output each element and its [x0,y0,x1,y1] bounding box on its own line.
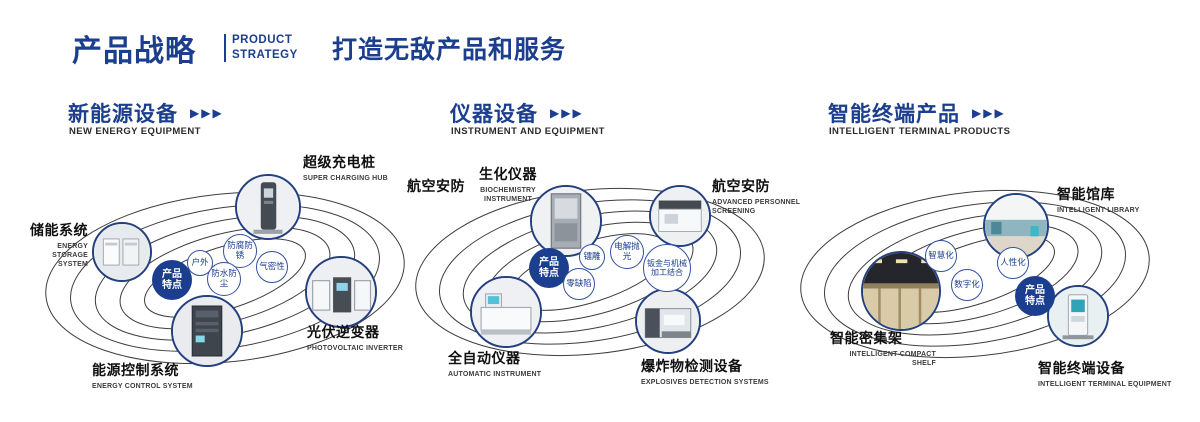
product-name-en: ENERGY CONTROL SYSTEM [92,383,193,390]
product-features-badge: 产品 特点 [1015,276,1055,316]
product-name-en: SUPER CHARGING HUB [303,175,388,182]
badge-line2: 特点 [162,280,182,291]
product-name-en: INTELLIGENT LIBRARY [1057,207,1140,214]
product-name-cn: 爆炸物检测设备 [641,358,743,374]
product-label-personnel-screening: 航空安防 ADVANCED PERSONNEL SCREENING [712,176,812,216]
title-divider [224,34,226,62]
feature-bubble: 防水防尘 [207,262,241,296]
section-subtitle-new-energy: NEW ENERGY EQUIPMENT [69,126,201,137]
badge-line2: 特点 [1025,296,1045,307]
product-label-terminal-equipment: 智能终端设备 INTELLIGENT TERMINAL EQUIPMENT [1038,358,1171,389]
product-circle-energy-control [171,295,243,367]
product-label-energy-control: 能源控制系统 ENERGY CONTROL SYSTEM [92,360,193,391]
product-circle-terminal-equipment [1047,285,1109,347]
product-name-cn: 智能终端设备 [1038,360,1125,376]
triple-arrow-icon: ▶▶▶ [190,106,224,120]
section-header-terminal: 智能终端产品 ▶▶▶ [828,98,1006,128]
page-title-english: PRODUCT STRATEGY [232,33,298,62]
page-title: 产品战略 [72,35,196,68]
product-name-cn: 智能密集架 [830,330,903,346]
product-label-pv-inverter: 光伏逆变器 PHOTOVOLTAIC INVERTER [307,322,403,353]
feature-bubble: 电解抛光 [610,235,644,269]
intelligent-library-illustration [985,195,1047,257]
section-title-terminal: 智能终端产品 [828,103,960,126]
product-label-compact-shelf: 智能密集架 INTELLIGENT COMPACT SHELF [830,328,936,368]
badge-line2: 特点 [539,268,559,279]
section-title-new-energy: 新能源设备 [68,103,178,126]
pv-inverter-illustration [307,258,375,326]
feature-bubble: 零缺陷 [563,268,595,300]
product-name-en: AUTOMATIC INSTRUMENT [448,371,542,378]
product-label-charging-hub: 超级充电桩 SUPER CHARGING HUB [303,152,388,183]
triple-arrow-icon: ▶▶▶ [550,106,584,120]
product-name-en: INTELLIGENT COMPACT SHELF [849,351,936,368]
product-name-cn: 储能系统 [30,222,88,238]
energy-storage-illustration [94,224,150,280]
product-label-automatic-instrument: 全自动仪器 AUTOMATIC INSTRUMENT [448,348,541,379]
product-circle-automatic-instrument [470,276,542,348]
product-name-en: BIOCHEMISTRY INSTRUMENT [480,187,536,204]
feature-bubble: 智慧化 [925,240,957,272]
feature-bubble: 数字化 [951,269,983,301]
product-circle-energy-storage [92,222,152,282]
product-name-en: PHOTOVOLTAIC INVERTER [307,345,403,352]
section-subtitle-terminal: INTELLIGENT TERMINAL PRODUCTS [829,126,1011,137]
charging-hub-illustration [237,176,299,238]
product-features-badge: 产品 特点 [529,248,569,288]
product-label-explosives-detector: 爆炸物检测设备 EXPLOSIVES DETECTION SYSTEMS [641,356,769,387]
badge-line1: 产品 [539,256,559,268]
energy-control-illustration [173,297,241,365]
badge-line1: 产品 [162,268,182,280]
product-circle-personnel-screening [649,185,711,247]
feature-bubble: 镭雕 [579,244,605,270]
product-name-cn: 智能馆库 [1057,186,1115,202]
product-name-cn: 生化仪器 [479,166,537,182]
product-name-cn: 航空安防 [712,178,770,194]
explosives-detector-illustration [637,290,699,352]
section-title-instrument: 仪器设备 [450,103,538,126]
side-label-aviation-security: 航空安防 [407,176,465,196]
page-slogan: 打造无敌产品和服务 [332,36,567,64]
product-label-intelligent-library: 智能馆库 INTELLIGENT LIBRARY [1057,184,1139,215]
section-header-new-energy: 新能源设备 ▶▶▶ [68,98,224,128]
personnel-screening-illustration [651,187,709,245]
product-name-en: INTELLIGENT TERMINAL EQUIPMENT [1038,381,1172,388]
page-title-en-line1: PRODUCT [232,34,293,46]
section-header-instrument: 仪器设备 ▶▶▶ [450,98,584,128]
side-label-cn: 航空安防 [407,178,465,194]
badge-line1: 产品 [1025,284,1045,296]
section-subtitle-instrument: INSTRUMENT AND EQUIPMENT [451,126,605,137]
product-name-en: EXPLOSIVES DETECTION SYSTEMS [641,379,769,386]
feature-bubble: 气密性 [256,251,288,283]
product-name-cn: 全自动仪器 [448,350,521,366]
automatic-instrument-illustration [472,278,540,346]
product-name-cn: 能源控制系统 [92,362,179,378]
biochemistry-instrument-illustration [532,187,600,255]
feature-bubble: 钣金与机械加工结合 [643,244,691,292]
terminal-equipment-illustration [1049,287,1107,345]
product-label-biochemistry: 生化仪器 BIOCHEMISTRY INSTRUMENT [462,164,554,204]
product-features-badge: 产品 特点 [152,260,192,300]
product-name-en: ADVANCED PERSONNEL SCREENING [712,199,801,216]
product-circle-pv-inverter [305,256,377,328]
product-name-cn: 超级充电桩 [303,154,376,170]
page-title-en-line2: STRATEGY [232,48,298,61]
product-name-cn: 光伏逆变器 [307,324,380,340]
triple-arrow-icon: ▶▶▶ [972,106,1006,120]
product-circle-charging-hub [235,174,301,240]
feature-bubble: 人性化 [997,247,1029,279]
product-circle-explosives-detector [635,288,701,354]
product-label-energy-storage: 储能系统 ENERGY STORAGE SYSTEM [22,220,88,269]
product-name-en: ENERGY STORAGE SYSTEM [52,243,88,269]
